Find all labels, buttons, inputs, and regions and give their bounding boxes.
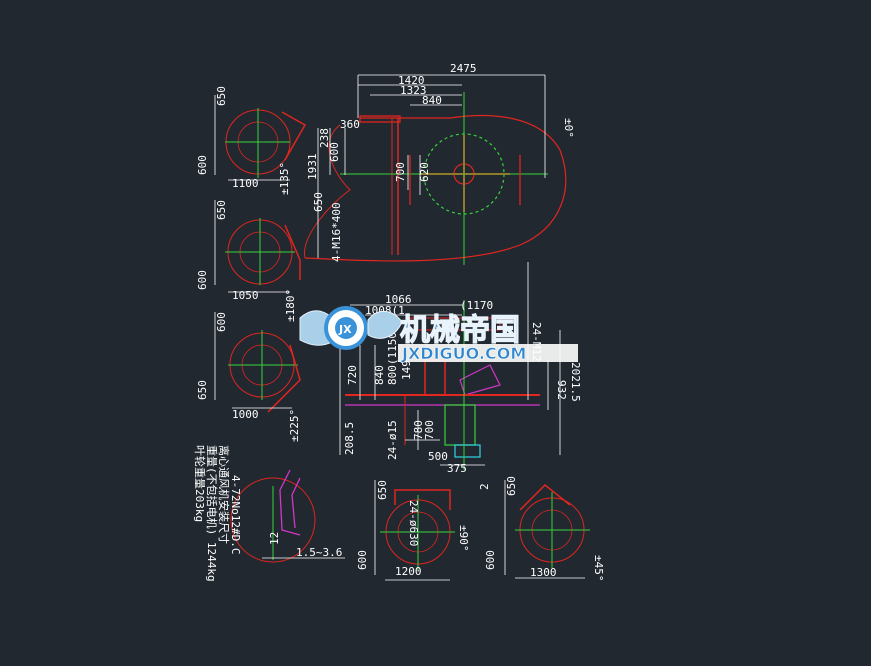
lv1-width: 1100	[232, 177, 259, 190]
bv1-top: 650	[376, 480, 389, 500]
dim-149: 149	[400, 360, 413, 380]
dim-238: 238	[318, 128, 331, 148]
left-dimension-lines	[214, 95, 292, 409]
dim-780: 780	[412, 420, 425, 440]
bv1-bot: 600	[356, 550, 369, 570]
dim-700b: 700	[423, 420, 436, 440]
lv1-angle: ±135°	[278, 162, 291, 195]
left-view-180	[225, 218, 301, 285]
dim-1323: 1323	[400, 84, 427, 97]
main-housing-view	[304, 92, 567, 265]
bv1-width: 1200	[395, 565, 422, 578]
watermark-cn: 机械帝国	[400, 313, 520, 348]
watermark-badge: JX	[338, 323, 352, 336]
note-line2: 离心通风机安装尺寸	[217, 445, 231, 544]
dim-2: 2	[478, 483, 491, 490]
dim-620: 620	[418, 162, 431, 182]
lv3-top: 600	[215, 312, 228, 332]
bottom-dimension-lines	[374, 480, 585, 581]
dim-840: 840	[422, 94, 442, 107]
dim-500: 500	[428, 450, 448, 463]
dim-1420: 1420	[398, 74, 425, 87]
bolt-label: 4-M16*400	[330, 202, 343, 262]
detail-15: 1.5~3.6	[296, 546, 342, 559]
dim-375: 375	[447, 462, 467, 475]
dim-700: 700	[394, 162, 407, 182]
dim-800: 800(1150)	[386, 325, 399, 385]
dim-840b: 840	[373, 365, 386, 385]
note-line4: 叶轮重量203kg	[193, 445, 207, 522]
note-line1: 4-72No12#D.C	[229, 475, 242, 554]
note-line3: 重量(不包括电机) 1244kg	[205, 445, 219, 582]
bv2-width: 1300	[530, 566, 557, 579]
lv3-bot: 650	[196, 380, 209, 400]
dim-650: 650	[312, 192, 325, 212]
lv2-bot: 600	[196, 270, 209, 290]
lv2-top: 650	[215, 200, 228, 220]
lv2-width: 1050	[232, 289, 259, 302]
watermark-logo: JX 机械帝国 JXDIGUO.COM	[299, 306, 578, 363]
dimension-labels: 2475 1420 1323 840 360 600 238 1931 650 …	[193, 62, 605, 582]
lv1-top: 650	[215, 86, 228, 106]
angle-0: ±0°	[562, 118, 575, 138]
dim-1066: 1066	[385, 293, 412, 306]
top-dimension-lines	[317, 74, 546, 258]
dim-2475: 2475	[450, 62, 477, 75]
bv2-angle: ±45°	[592, 555, 605, 582]
left-view-225	[228, 330, 301, 413]
bv2-bot: 600	[484, 550, 497, 570]
bottom-view-45	[515, 483, 590, 568]
detail-12: 12	[268, 532, 281, 545]
bv2-top: 650	[505, 476, 518, 496]
bolt-630: 24-ø630	[407, 500, 420, 546]
dim-1170: (1170	[460, 299, 493, 312]
dim-932: 932	[555, 380, 568, 400]
side-dimension-lines	[339, 262, 561, 466]
lv3-width: 1000	[232, 408, 259, 421]
dim-360: 360	[340, 118, 360, 131]
lv1-bot: 600	[196, 155, 209, 175]
dim-2085: 208.5	[343, 422, 356, 455]
dim-720: 720	[346, 365, 359, 385]
dim-600: 600	[328, 142, 341, 162]
watermark-en: JXDIGUO.COM	[401, 344, 526, 363]
holes-15: 24-ø15	[386, 420, 399, 460]
bv1-angle: ±90°	[457, 525, 470, 552]
lv2-angle: ±180°	[284, 289, 297, 322]
detail-view	[230, 469, 345, 563]
dim-1931: 1931	[306, 154, 319, 181]
left-view-135	[225, 108, 307, 178]
lv3-angle: ±225°	[288, 409, 301, 442]
bottom-view-90	[380, 489, 455, 570]
dim-2021: 2021.5	[569, 362, 582, 402]
